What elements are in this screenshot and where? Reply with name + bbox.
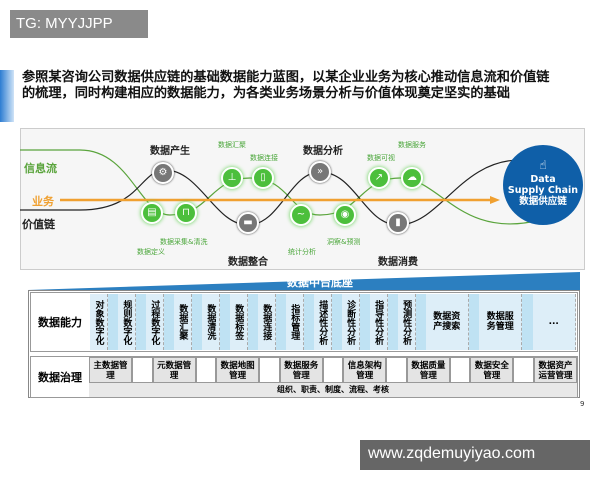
page-number: 9 (580, 400, 585, 408)
governance-cell: 信息架构管理 (343, 357, 387, 383)
step-label: 数据定义 (137, 248, 165, 256)
platform-header-shape (28, 272, 580, 290)
governance-cell: 数据资产运营管理 (533, 357, 578, 383)
capability-cell: 预测性分析 (397, 294, 416, 350)
target-en2: Supply Chain (507, 185, 579, 196)
capability-cell: ... (532, 294, 576, 350)
stage-label: 数据产生 (150, 146, 190, 157)
mobile-icon: ▯ (252, 167, 274, 189)
data-supply-chain-circle: ☝ Data Supply Chain 数据供应链 (503, 145, 583, 225)
capability-cell: 数据资产搜索 (425, 294, 469, 350)
step-label: 数据可视 (367, 154, 395, 162)
capability-cell: 数据服务管理 (479, 294, 523, 350)
step-label: 数据连接 (250, 154, 278, 162)
watermark-bottom: www.zqdemuyiyao.com (360, 440, 590, 470)
info-flow-label: 信息流 (24, 162, 57, 175)
collect-icon: ⊓ (175, 202, 197, 224)
title-accent (0, 70, 14, 122)
capability-cell: 数据标签 (229, 294, 248, 350)
hand-pointer-icon: ☝ (539, 158, 547, 172)
capability-cell: 指导性分析 (369, 294, 388, 350)
stage-label: 数据消费 (378, 257, 418, 268)
capability-cell: 数据连接 (257, 294, 276, 350)
step-label: 数据采集&清洗 (160, 238, 208, 246)
target-zh: 数据供应链 (519, 196, 567, 207)
governance-base: 组织、职责、制度、流程、考核 (89, 383, 577, 397)
governance-cell: 数据地图管理 (216, 357, 260, 383)
capability-cell: 描述性分析 (313, 294, 332, 350)
governance-cell: 主数据管理 (89, 357, 133, 383)
governance-cell: 数据服务管理 (279, 357, 323, 383)
aggregate-icon: ⊥ (221, 167, 243, 189)
step-label: 数据服务 (398, 141, 426, 149)
stage-label: 数据分析 (303, 146, 343, 157)
capability-cell: 数据清洗 (201, 294, 220, 350)
truck-icon: ▬ (237, 212, 259, 234)
value-chain-label: 价值链 (22, 218, 55, 231)
arrows-icon: » (309, 161, 331, 183)
capability-cell: 指标管理 (285, 294, 304, 350)
data-define-icon: ▤ (141, 202, 163, 224)
watermark-top: TG: MYYJJPP (10, 10, 148, 38)
governance-label: 数据治理 (38, 371, 82, 384)
capability-row: 数据能力 对象数字化 规则数字化 过程数字化 数据汇聚 数据清洗 数据标签 数据… (30, 292, 578, 352)
step-label: 统计分析 (288, 248, 316, 256)
info-flow-line (20, 149, 541, 225)
governance-cell: 数据安全管理 (470, 357, 514, 383)
capability-label: 数据能力 (38, 316, 82, 329)
capability-cell: 过程数字化 (145, 294, 164, 350)
stage-label: 数据整合 (228, 257, 268, 268)
capability-cell: 诊断性分析 (341, 294, 360, 350)
step-label: 洞察&预测 (327, 238, 361, 246)
capability-cell: 对象数字化 (90, 294, 108, 350)
share-icon: ⚙ (152, 162, 174, 184)
platform-title: 数据中台底座 (287, 276, 353, 289)
capability-cell: 规则数字化 (117, 294, 136, 350)
chart-line-icon: ↗ (368, 167, 390, 189)
governance-cell: 元数据管理 (152, 357, 196, 383)
cloud-icon: ☁ (401, 167, 423, 189)
governance-row: 数据治理 主数据管理 元数据管理 数据地图管理 数据服务管理 信息架构管理 数据… (30, 356, 578, 398)
business-arrow (490, 196, 500, 204)
business-label: 业务 (32, 195, 54, 208)
target-en1: Data (530, 174, 556, 185)
trend-icon: ~ (290, 204, 312, 226)
governance-cell: 数据质量管理 (406, 357, 450, 383)
page-title: 参照某咨询公司数据供应链的基础数据能力蓝图，以某企业业务为核心推动信息流和价值链… (22, 70, 550, 101)
capability-cell: 数据汇聚 (173, 294, 192, 350)
bar-chart-icon: ▮ (387, 212, 409, 234)
chip-icon: ◉ (334, 204, 356, 226)
step-label: 数据汇聚 (218, 141, 246, 149)
